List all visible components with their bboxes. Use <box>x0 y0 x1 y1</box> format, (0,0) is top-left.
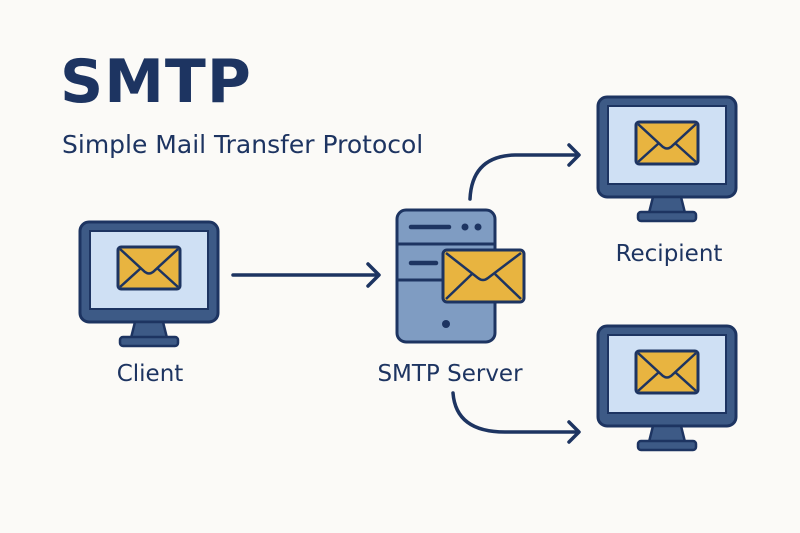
recipient-monitor-icon <box>596 95 738 223</box>
client-label: Client <box>116 361 184 387</box>
smtp-server-label: SMTP Server <box>377 361 523 387</box>
arrow-server-to-second-recipient <box>451 391 581 444</box>
server-envelope-icon <box>441 248 526 304</box>
page-title: SMTP <box>60 47 252 117</box>
page-subtitle: Simple Mail Transfer Protocol <box>62 130 424 159</box>
arrow-server-to-recipient <box>468 143 581 201</box>
recipient-label: Recipient <box>615 241 723 267</box>
arrow-client-to-server <box>231 262 381 288</box>
second-recipient-monitor-icon <box>596 324 738 452</box>
client-monitor-icon <box>78 220 220 348</box>
